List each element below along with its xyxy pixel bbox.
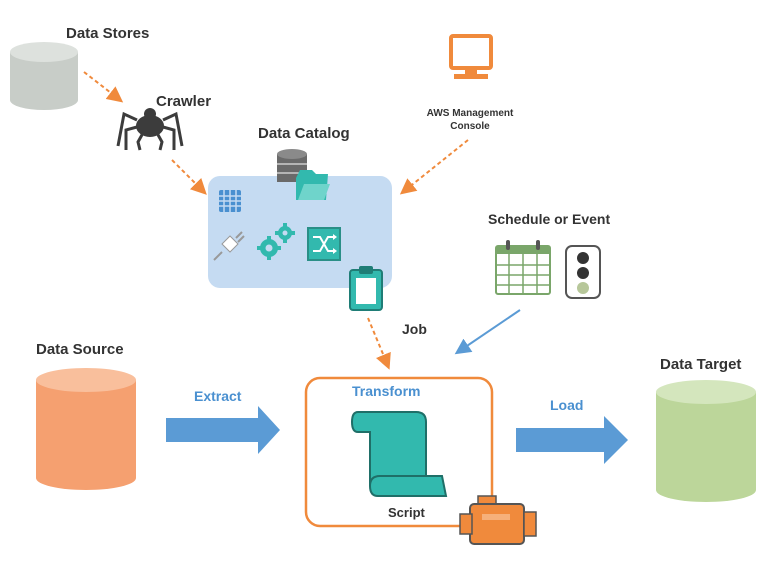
- load-label: Load: [550, 397, 583, 413]
- shuffle-icon: [307, 227, 341, 261]
- data-stores-label: Data Stores: [66, 25, 149, 42]
- transform-label: Transform: [352, 383, 420, 399]
- data-target-label: Data Target: [660, 356, 741, 373]
- arrow-schedule-to-job: [454, 309, 521, 355]
- schedule-event-label: Schedule or Event: [488, 211, 610, 227]
- aws-console-label-line2: Console: [450, 121, 490, 132]
- engine-icon: [459, 495, 537, 545]
- spider-icon: [116, 108, 184, 151]
- arrow-catalog-to-job: [367, 317, 391, 370]
- data-source-label: Data Source: [36, 341, 124, 358]
- script-label: Script: [388, 505, 426, 520]
- crawler-label: Crawler: [156, 93, 211, 110]
- arrow-crawler-to-catalog: [171, 159, 207, 195]
- traffic-light-icon: [565, 245, 601, 299]
- arrow-stores-to-crawler: [83, 71, 124, 103]
- load-arrow: [516, 416, 628, 464]
- aws-console-label-line1: AWS Management: [427, 108, 514, 119]
- arrow-console-to-catalog: [399, 139, 469, 195]
- extract-label: Extract: [194, 388, 242, 404]
- script-scroll-icon: [350, 411, 448, 497]
- data-stores-cylinder: [10, 42, 78, 110]
- job-label: Job: [402, 321, 427, 337]
- clipboard-icon: [349, 266, 383, 311]
- data-catalog-box: [208, 176, 392, 288]
- calendar-icon: [495, 240, 551, 295]
- extract-arrow: [166, 406, 280, 454]
- plug-icon: [213, 231, 245, 261]
- table-icon: [219, 190, 241, 212]
- data-target-cylinder: [656, 380, 756, 502]
- data-catalog-label: Data Catalog: [258, 125, 350, 142]
- database-folder-icon: [277, 149, 330, 200]
- monitor-icon: [449, 34, 493, 79]
- gears-icon: [257, 223, 295, 260]
- data-source-cylinder: [36, 368, 136, 490]
